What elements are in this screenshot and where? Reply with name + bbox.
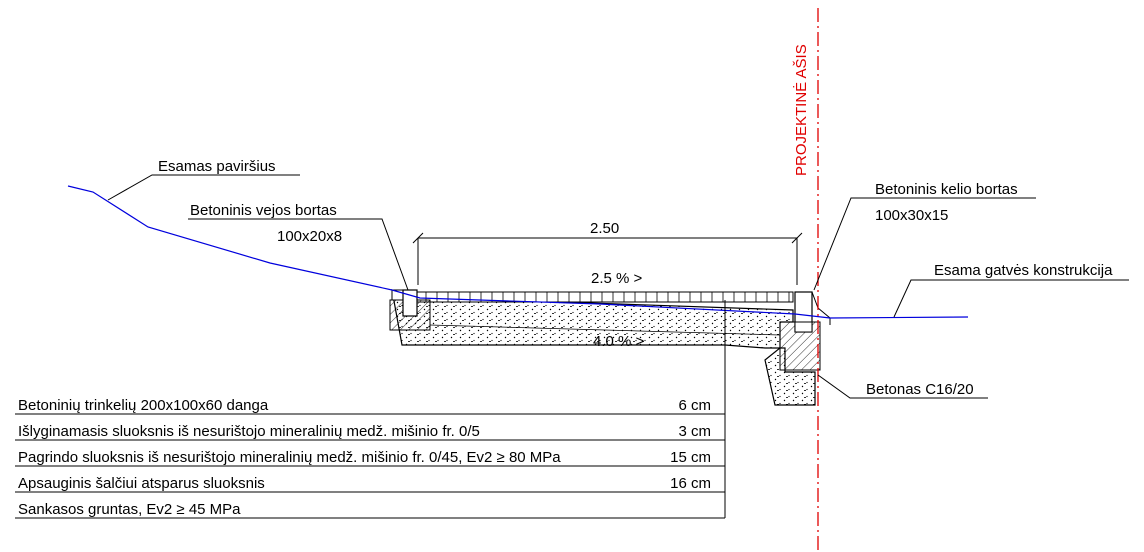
leader-existing-surface <box>107 174 300 201</box>
label-road-curb: Betoninis kelio bortas <box>875 181 1018 198</box>
layer-thickness: 6 cm <box>678 397 711 414</box>
existing-surface-line <box>67 185 969 319</box>
existing-street-edge <box>811 291 831 325</box>
layer-name: Betoninių trinkelių 200x100x60 danga <box>18 397 269 414</box>
layer-table-rules <box>15 413 725 519</box>
leader-road-curb <box>813 197 1036 291</box>
base-layer <box>391 289 816 406</box>
road-curb <box>779 291 821 371</box>
layer-name: Apsauginis šalčiui atsparus sluoksnis <box>18 475 265 492</box>
width-dimension <box>412 232 803 285</box>
label-width-dimension: 2.50 <box>590 220 619 237</box>
layer-name: Išlyginamasis sluoksnis iš nesurištojo m… <box>18 423 480 440</box>
layer-name: Pagrindo sluoksnis iš nesurištojo minera… <box>18 449 561 466</box>
layer-thickness: 16 cm <box>670 475 711 492</box>
label-road-curb-size: 100x30x15 <box>875 207 948 224</box>
layer-thickness: 15 cm <box>670 449 711 466</box>
label-existing-street: Esama gatvės konstrukcija <box>934 262 1113 279</box>
label-slope-base: 4.0 % > <box>593 333 645 350</box>
label-lawn-curb-size: 100x20x8 <box>277 228 342 245</box>
leader-lawn-curb <box>188 218 409 291</box>
label-slope-top: 2.5 % > <box>591 270 643 287</box>
label-lawn-curb: Betoninis vejos bortas <box>190 202 337 219</box>
paver-course <box>414 291 794 303</box>
label-existing-surface: Esamas paviršius <box>158 158 276 175</box>
base-layer-boundary <box>429 324 781 336</box>
leader-concrete <box>817 374 988 399</box>
label-concrete: Betonas C16/20 <box>866 381 974 398</box>
layer-name: Sankasos gruntas, Ev2 ≥ 45 MPa <box>18 501 241 518</box>
label-project-axis: PROJEKTINĖ AŠIS <box>792 44 810 176</box>
lawn-curb <box>389 289 431 331</box>
layer-thickness: 3 cm <box>678 423 711 440</box>
leader-existing-street <box>893 279 1129 318</box>
